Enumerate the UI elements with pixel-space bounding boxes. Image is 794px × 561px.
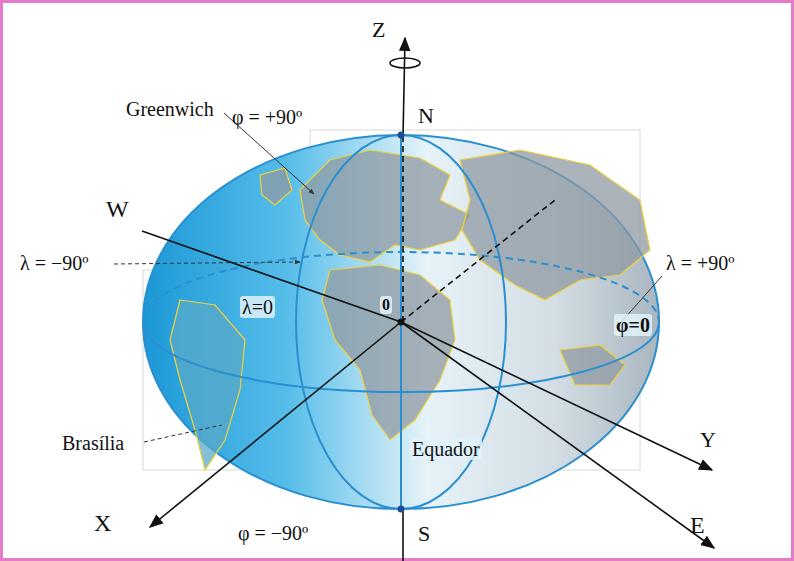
- pole-dot: [398, 506, 405, 513]
- equator-label: Equador: [410, 438, 482, 460]
- latitude-label: φ = +90º: [232, 106, 302, 128]
- direction-label: E: [690, 512, 705, 538]
- axes: [142, 38, 714, 561]
- axis-label: X: [94, 510, 111, 536]
- longitude-label: λ = +90º: [666, 252, 734, 274]
- pole-label: N: [418, 104, 434, 128]
- latitude-label: φ=0: [614, 314, 652, 336]
- longitude-label: λ = −90º: [20, 252, 88, 274]
- continents: [170, 150, 650, 470]
- latitude-label: φ = −90º: [238, 522, 308, 544]
- direction-label: W: [106, 196, 129, 222]
- place-label: Brasília: [62, 432, 124, 454]
- pole-label: S: [418, 522, 430, 546]
- place-label: Greenwich: [126, 98, 214, 120]
- axis-label: Z: [372, 18, 385, 42]
- pole-dot: [398, 132, 405, 139]
- longitude-label: λ=0: [240, 296, 275, 318]
- axis-label: Y: [700, 428, 716, 452]
- leader-lines: [114, 113, 662, 442]
- origin-dot: [398, 319, 405, 326]
- origin-label: 0: [380, 296, 392, 314]
